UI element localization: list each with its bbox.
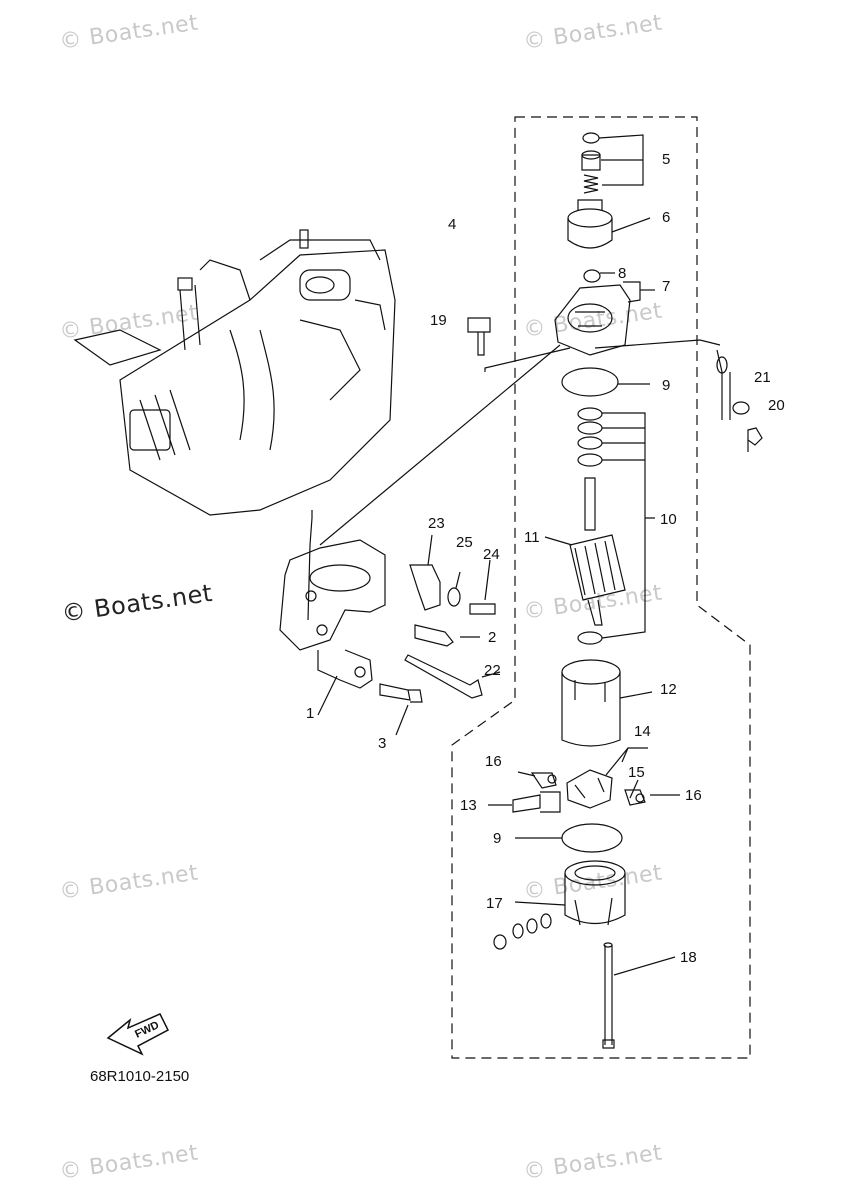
diagram-code: 68R1010-2150	[90, 1068, 190, 1085]
callout-25: 25	[456, 534, 473, 551]
callout-16-left: 16	[485, 753, 502, 770]
callout-1: 1	[306, 705, 315, 722]
callout-5: 5	[662, 151, 671, 168]
forward-direction-arrow-icon: FWD	[106, 1013, 169, 1056]
callout-18: 18	[680, 949, 697, 966]
callout-22: 22	[484, 662, 501, 679]
callout-24: 24	[483, 546, 500, 563]
callout-9-lower: 9	[493, 830, 502, 847]
callout-14: 14	[634, 723, 651, 740]
callout-10: 10	[660, 511, 677, 528]
callout-6: 6	[662, 209, 671, 226]
callout-13: 13	[460, 797, 477, 814]
engine-block	[73, 229, 396, 516]
callout-2: 2	[488, 629, 497, 646]
callout-19: 19	[430, 312, 447, 329]
callout-12: 12	[660, 681, 677, 698]
callout-11: 11	[524, 529, 540, 546]
callout-15: 15	[628, 764, 645, 781]
callout-16-right: 16	[685, 787, 702, 804]
callout-8: 8	[618, 265, 627, 282]
callout-23: 23	[428, 515, 445, 532]
callout-21: 21	[754, 369, 771, 386]
callout-17: 17	[486, 895, 503, 912]
callout-9-upper: 9	[662, 377, 671, 394]
callout-4: 4	[448, 216, 457, 233]
callout-3: 3	[378, 735, 387, 752]
callout-7: 7	[662, 278, 671, 295]
callout-20: 20	[768, 397, 785, 414]
